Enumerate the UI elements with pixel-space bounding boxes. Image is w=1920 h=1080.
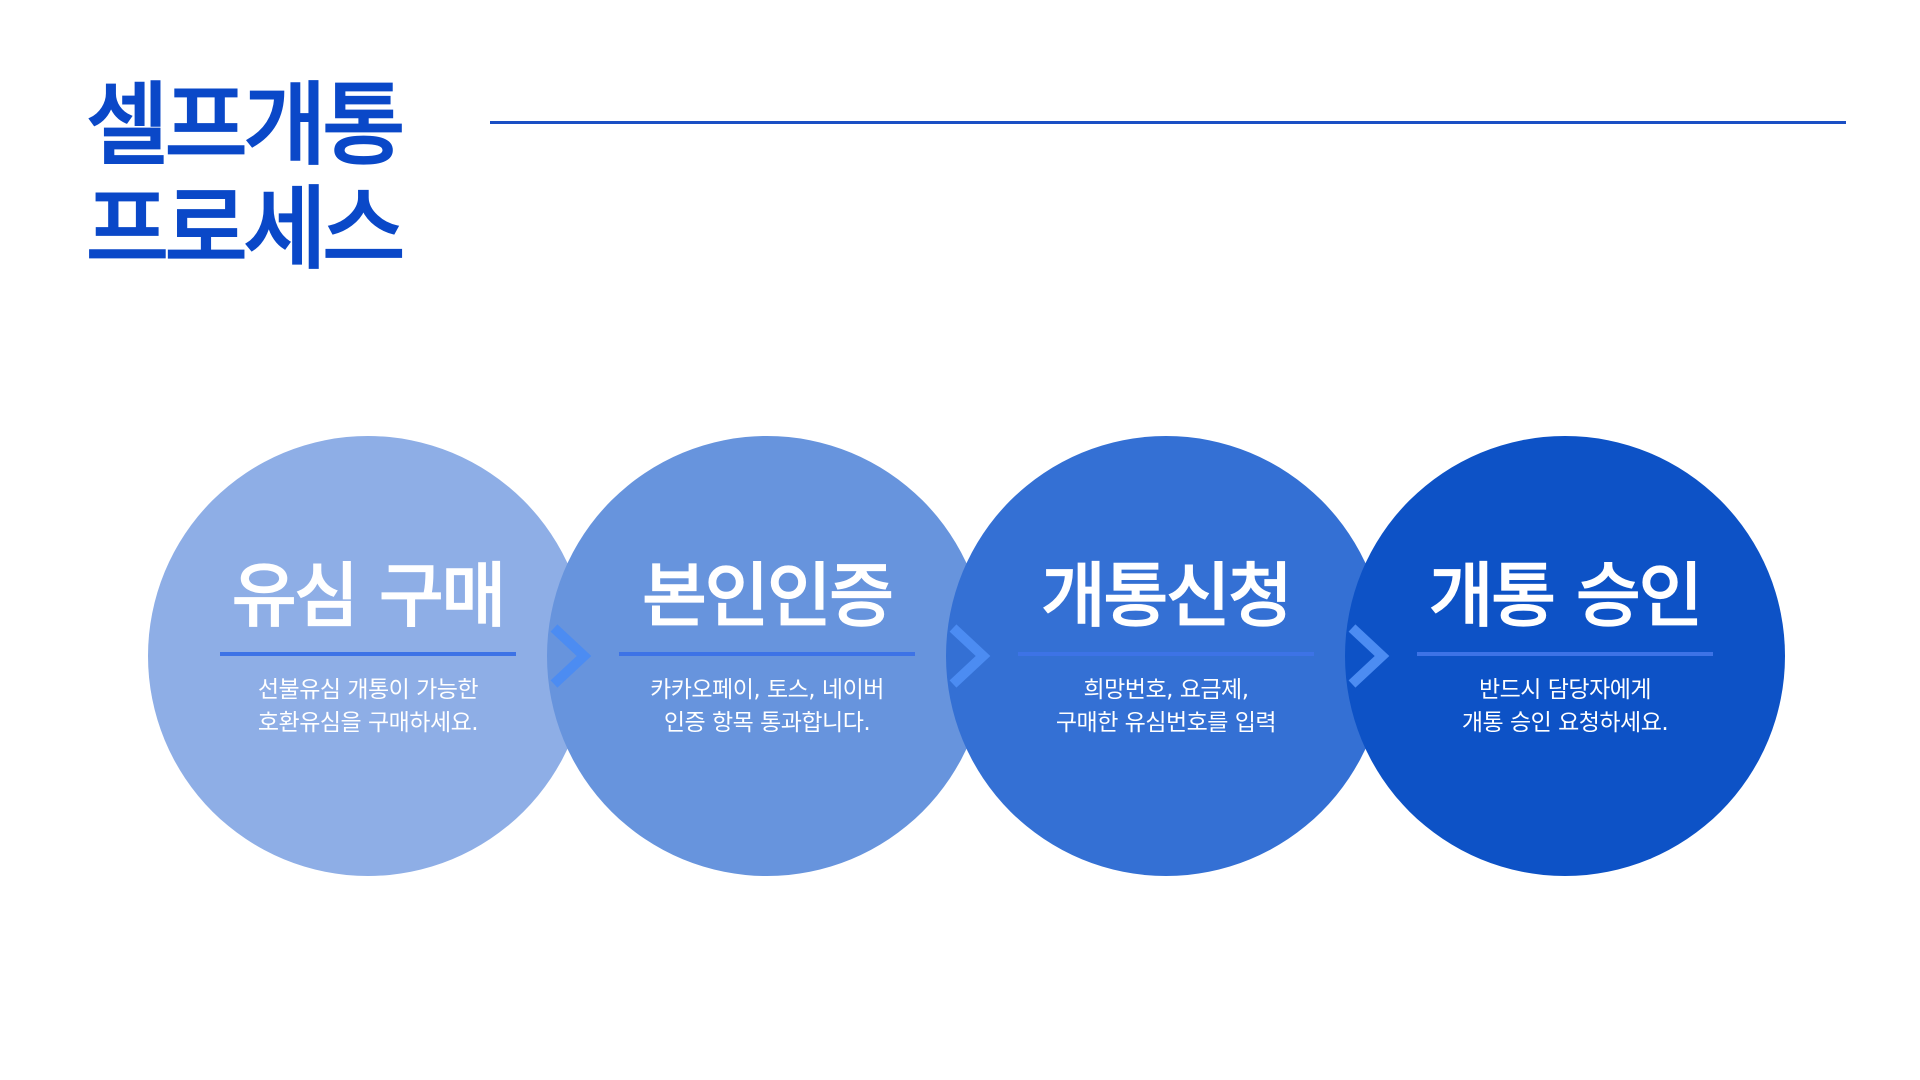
step-description-line-2: 인증 항목 통과합니다.	[663, 710, 871, 736]
step-underline	[1417, 652, 1713, 656]
step-2: 본인인증 카카오페이, 토스, 네이버 인증 항목 통과합니다.	[547, 436, 987, 876]
step-description-line-1: 희망번호, 요금제,	[1083, 677, 1249, 703]
step-description-line-1: 카카오페이, 토스, 네이버	[650, 677, 884, 703]
step-3: 개통신청 희망번호, 요금제, 구매한 유심번호를 입력	[946, 436, 1386, 876]
page-title-line-2: 프로세스	[86, 177, 405, 282]
chevron-right-icon	[949, 624, 991, 688]
step-4: 개통 승인 반드시 담당자에게 개통 승인 요청하세요.	[1345, 436, 1785, 876]
page-title-line-1: 셀프개통	[86, 73, 405, 178]
step-title: 개통 승인	[1429, 555, 1703, 637]
chevron-right-icon	[1348, 624, 1390, 688]
step-description-line-1: 반드시 담당자에게	[1478, 677, 1652, 703]
header-divider	[490, 121, 1846, 124]
step-title: 개통신청	[1041, 555, 1293, 637]
step-description: 희망번호, 요금제, 구매한 유심번호를 입력	[946, 674, 1386, 740]
step-title: 본인인증	[642, 555, 894, 637]
step-1: 유심 구매 선불유심 개통이 가능한 호환유심을 구매하세요.	[148, 436, 588, 876]
step-description-line-2: 호환유심을 구매하세요.	[257, 710, 479, 736]
step-description: 카카오페이, 토스, 네이버 인증 항목 통과합니다.	[547, 674, 987, 740]
step-description: 선불유심 개통이 가능한 호환유심을 구매하세요.	[148, 674, 588, 740]
chevron-right-icon	[550, 624, 592, 688]
page-title: 셀프개통 프로세스	[86, 73, 405, 282]
step-description: 반드시 담당자에게 개통 승인 요청하세요.	[1345, 674, 1785, 740]
step-title: 유심 구매	[232, 555, 506, 637]
step-description-line-1: 선불유심 개통이 가능한	[257, 677, 479, 703]
step-description-line-2: 개통 승인 요청하세요.	[1461, 710, 1669, 736]
step-circle-4	[1345, 436, 1785, 876]
step-underline	[619, 652, 915, 656]
step-circle-3	[946, 436, 1386, 876]
step-underline	[1018, 652, 1314, 656]
step-circle-2	[547, 436, 987, 876]
step-circle-1	[148, 436, 588, 876]
step-underline	[220, 652, 516, 656]
step-description-line-2: 구매한 유심번호를 입력	[1055, 710, 1277, 736]
